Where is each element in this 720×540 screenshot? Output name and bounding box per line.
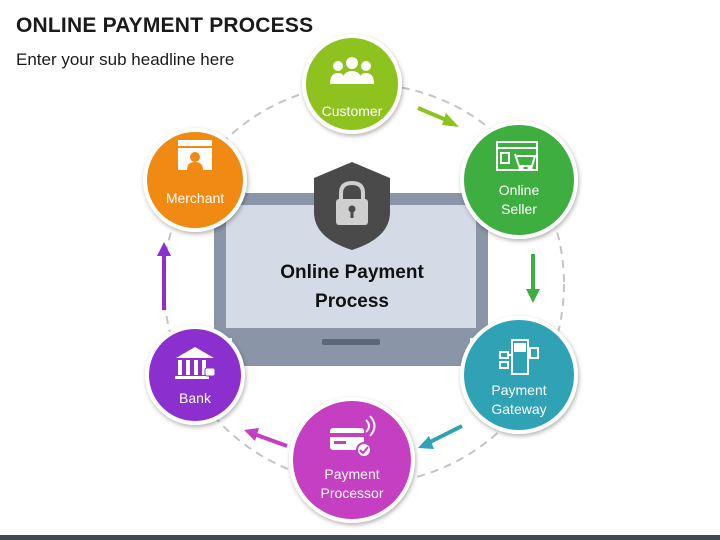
node-merchant[interactable]: Merchant (143, 128, 247, 232)
node-bank-label: Bank (179, 390, 212, 406)
shield-lock-icon (314, 162, 390, 250)
node-payment-gateway-label-line2: Gateway (491, 401, 546, 417)
node-payment-gateway-label-line1: Payment (491, 382, 546, 398)
bottom-bar (0, 535, 720, 540)
node-online-seller-label-line2: Seller (501, 201, 537, 217)
node-payment-gateway[interactable]: Payment Gateway (460, 316, 578, 434)
node-customer-label: Customer (322, 103, 383, 119)
card-terminal-icon (499, 339, 539, 375)
bank-building-icon (175, 347, 216, 379)
arrow-customer-to-seller (417, 106, 459, 127)
node-merchant-label: Merchant (166, 190, 224, 206)
arrow-processor-to-bank (244, 428, 288, 448)
node-online-seller[interactable]: Online Seller (460, 121, 578, 239)
contactless-card-icon (330, 415, 376, 458)
center-title-line2: Process (315, 291, 389, 312)
arrow-seller-to-gateway (526, 254, 540, 303)
node-payment-processor-label-line1: Payment (324, 466, 379, 482)
shopping-cart-icon (496, 141, 538, 171)
center-title-line1: Online Payment (280, 262, 424, 283)
node-bank[interactable]: Bank (145, 325, 245, 425)
group-icon (330, 57, 374, 84)
node-customer[interactable]: Customer (302, 34, 402, 134)
page-subtitle: Enter your sub headline here (16, 50, 235, 69)
arrow-gateway-to-processor (418, 424, 463, 449)
arrow-bank-to-merchant (157, 242, 171, 310)
page-title: ONLINE PAYMENT PROCESS (16, 14, 314, 37)
node-online-seller-label-line1: Online (499, 182, 540, 198)
node-payment-processor[interactable]: Payment Processor (289, 397, 415, 523)
storefront-icon (178, 140, 212, 170)
node-payment-processor-label-line2: Processor (320, 485, 383, 501)
